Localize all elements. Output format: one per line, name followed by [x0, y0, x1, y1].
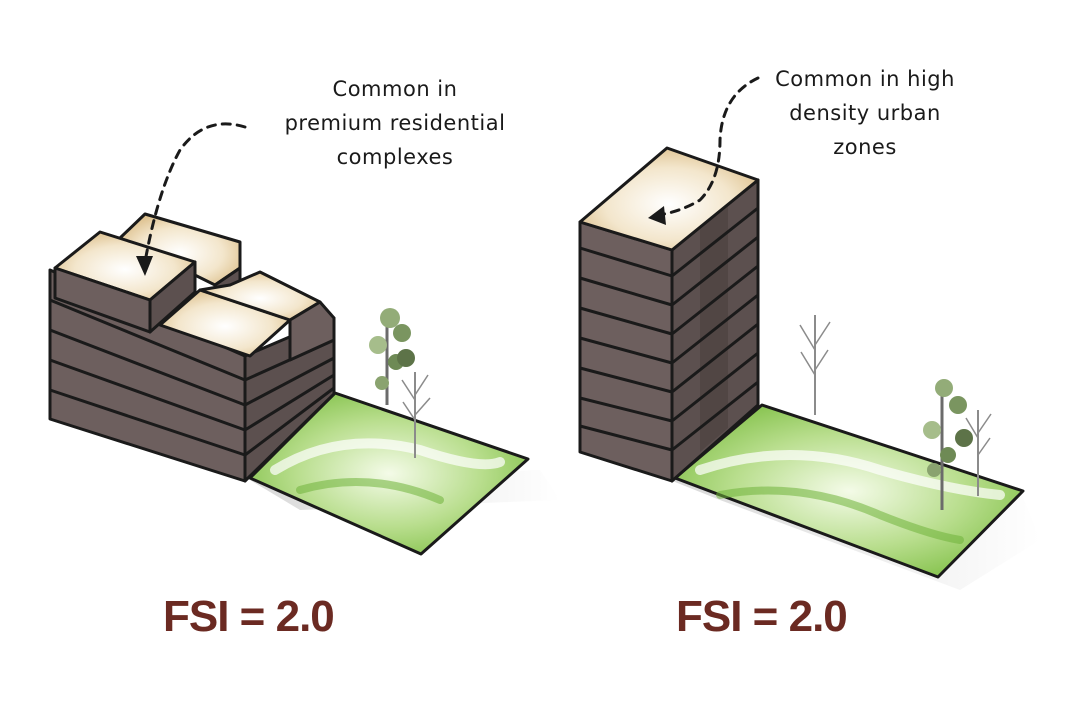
left-callout-arrow — [136, 122, 247, 276]
right-tower-roof — [578, 146, 760, 252]
left-building-group — [48, 122, 560, 556]
right-annotation-line-3: zones — [833, 135, 897, 159]
left-annotation-line-2: premium residential — [284, 111, 506, 135]
right-annotation-line-2: density urban — [789, 101, 941, 125]
left-annotation-line-3: complexes — [336, 145, 454, 169]
left-trees — [369, 308, 431, 458]
right-trees — [799, 315, 992, 510]
left-annotation: Common in premium residential complexes — [250, 72, 540, 174]
right-lawn-plot — [673, 403, 1025, 579]
right-tower-side — [670, 178, 760, 483]
right-tower-front — [578, 220, 674, 483]
right-callout-arrow — [648, 76, 760, 225]
right-annotation: Common in high density urban zones — [730, 62, 1000, 164]
right-fsi-label: FSI = 2.0 — [676, 592, 848, 641]
left-podium-front — [48, 268, 247, 483]
left-upper-blocks — [53, 212, 336, 362]
left-lawn-plot — [248, 391, 530, 556]
right-annotation-line-1: Common in high — [775, 67, 955, 91]
left-fsi-label: FSI = 2.0 — [163, 592, 335, 641]
left-annotation-line-1: Common in — [332, 77, 458, 101]
right-building-group — [578, 76, 1040, 590]
